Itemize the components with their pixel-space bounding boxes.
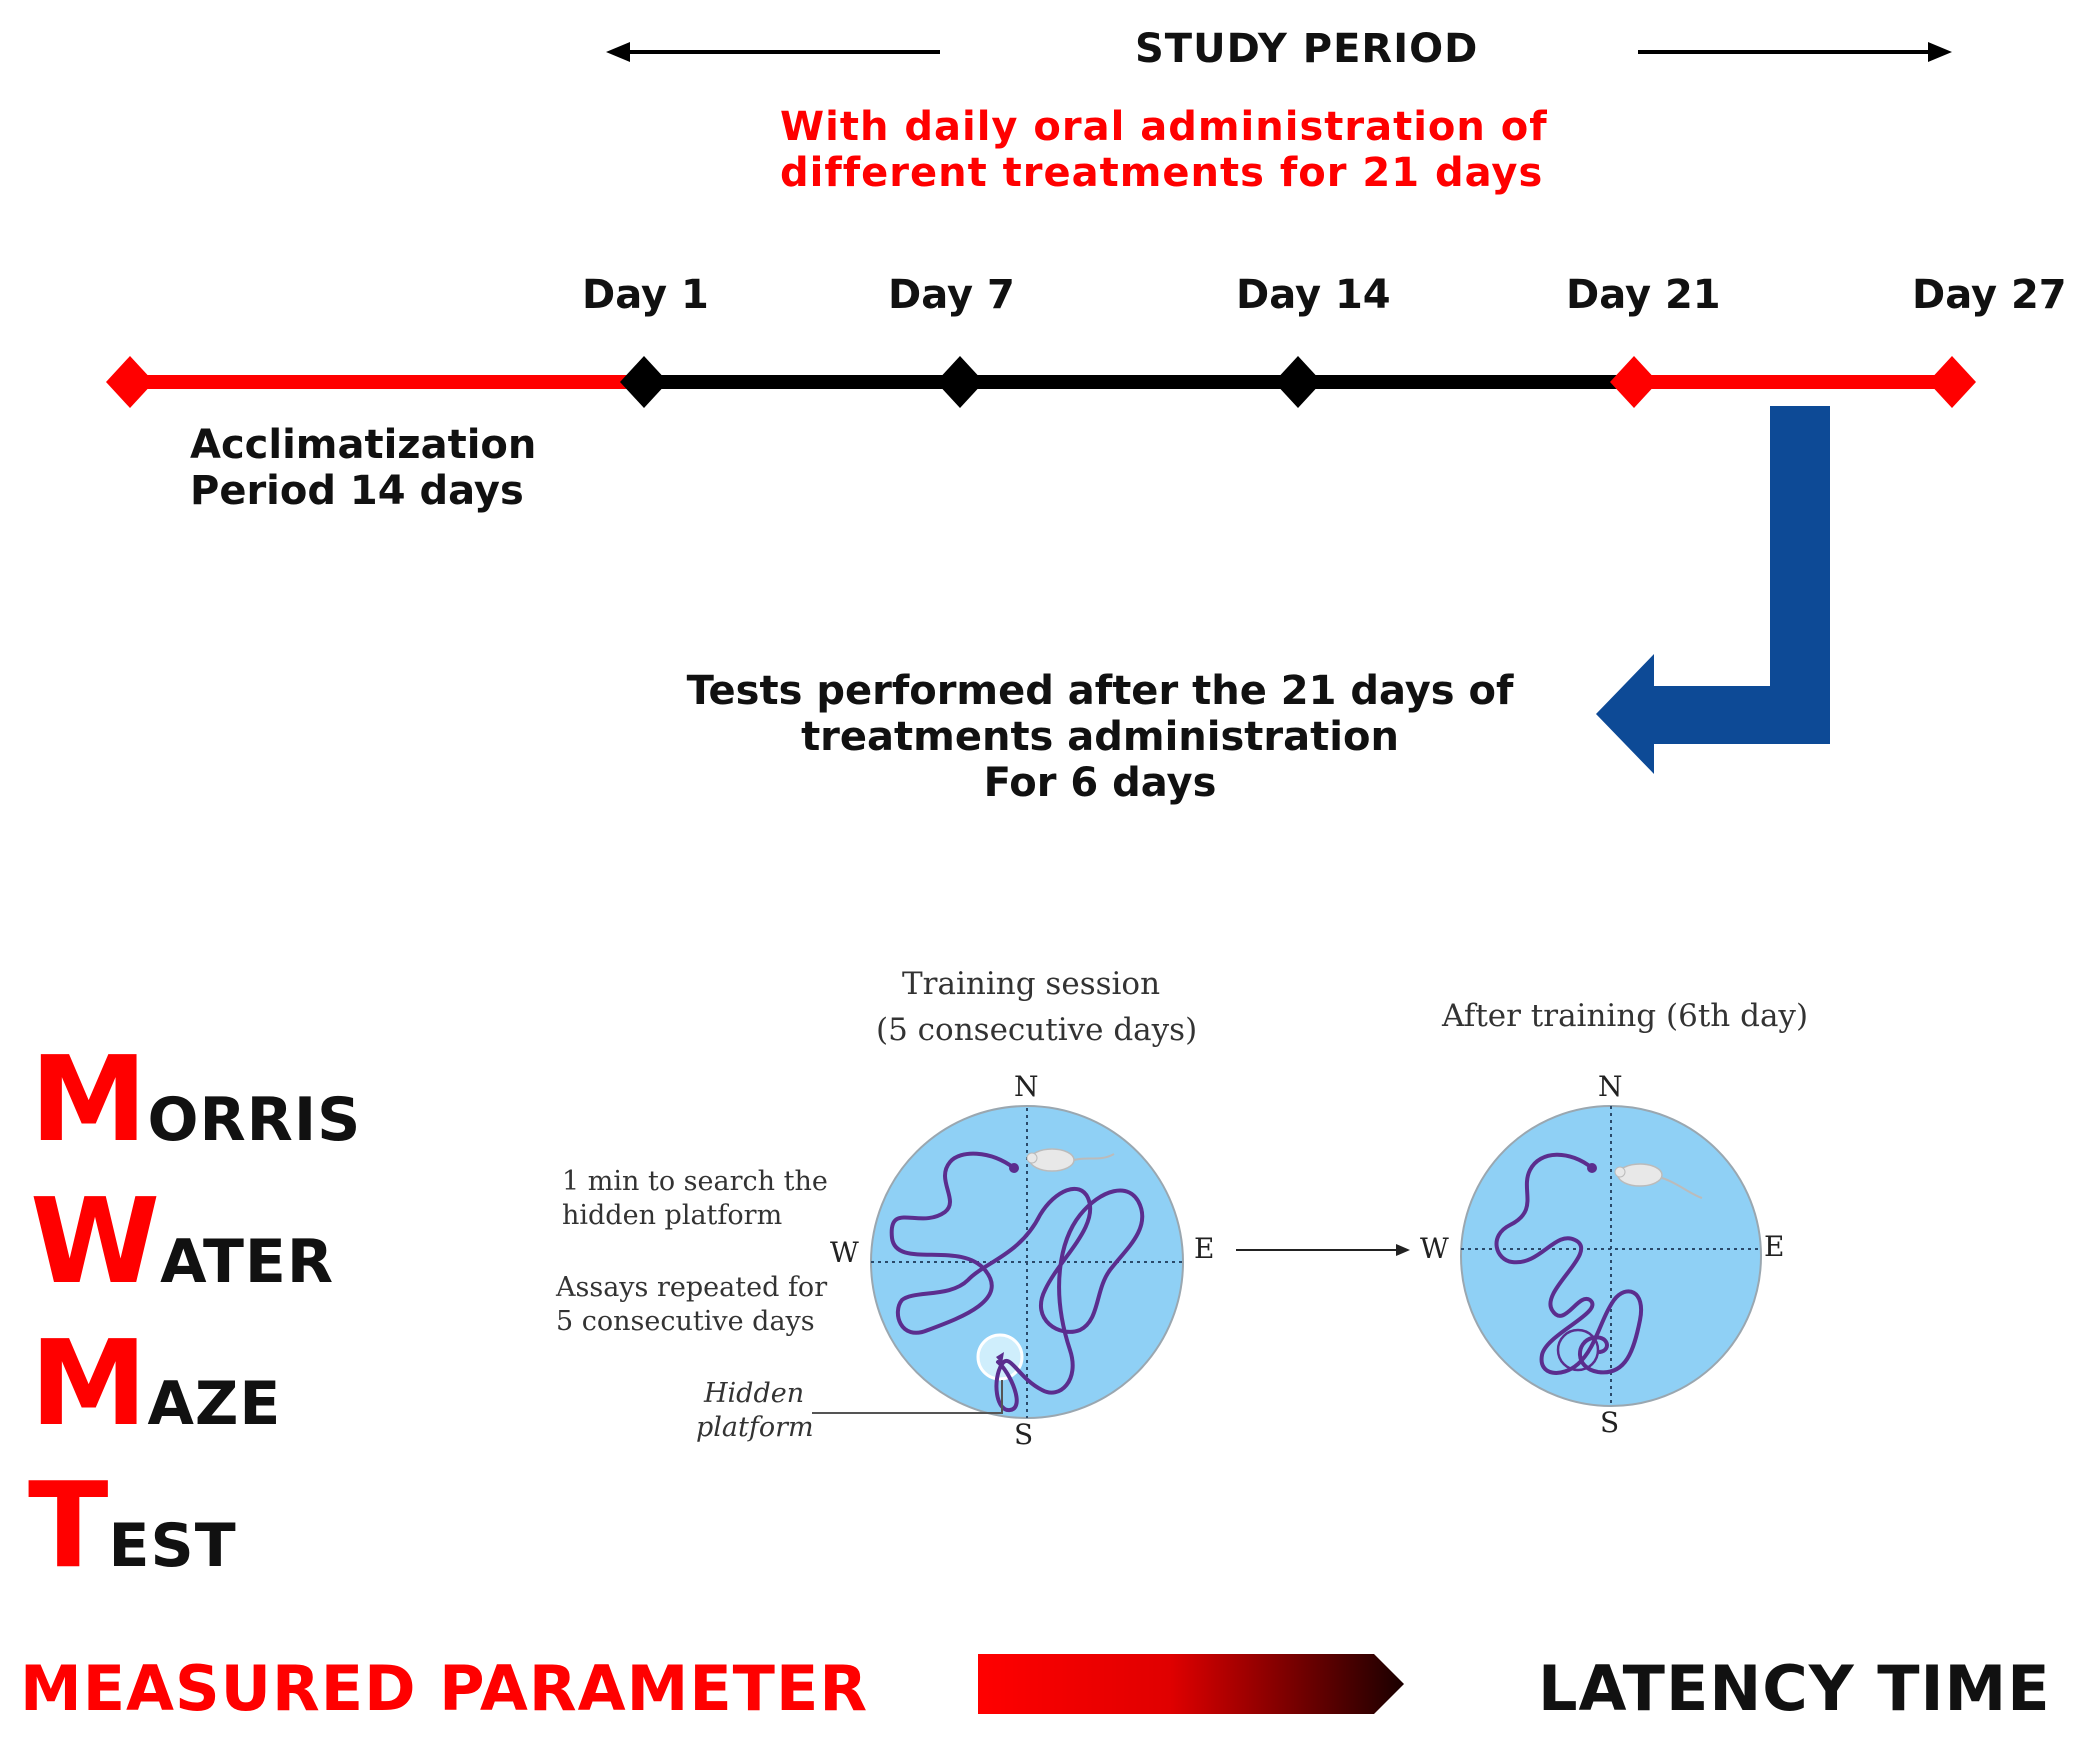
tests-bent-arrow [1596,406,1830,774]
training-pool [870,1105,1184,1419]
note-search-line1: 1 min to search the [562,1166,828,1197]
training-caption-line1: Training session [902,966,1161,1002]
probe-compass-s: S [1600,1406,1620,1439]
tests-text-line2: treatments administration [801,714,1399,760]
tests-text-line3: For 6 days [983,760,1217,806]
administration-text-line1: With daily oral administration of [780,104,1548,150]
note-hidden-platform-line1: Hidden [704,1378,805,1409]
note-hidden-platform-line2: platform [696,1412,814,1443]
day-label-21: Day 21 [1566,272,1721,318]
note-repeat-line2: 5 consecutive days [556,1306,815,1337]
acronym-rest-aze: AZE [147,1369,282,1439]
administration-text-line2: different treatments for 21 days [780,150,1544,196]
hidden-platform-leader [812,1380,1003,1414]
acclimatization-label-line1: Acclimatization [190,422,537,468]
study-period-right-arrow [1638,42,1952,62]
note-repeat-line1: Assays repeated for [556,1272,828,1303]
acronym-initial-m: M [30,1030,148,1168]
day-label-27: Day 27 [1912,272,2067,318]
acronym-test: TEST [28,1466,237,1584]
day21-marker [1610,356,1658,408]
latency-time-label: LATENCY TIME [1538,1652,2051,1725]
acronym-initial-m2: M [30,1314,148,1452]
timeline-start-marker [106,356,154,408]
acronym-water: WATER [30,1182,334,1300]
training-compass-e: E [1194,1232,1215,1265]
after-training-caption: After training (6th day) [1442,998,1809,1034]
study-period-left-arrow [606,42,940,62]
day14-marker [1274,356,1322,408]
training-compass-n: N [1014,1070,1039,1103]
probe-compass-n: N [1598,1070,1623,1103]
study-period-title: STUDY PERIOD [1135,26,1479,72]
day-label-1: Day 1 [582,272,709,318]
probe-compass-e: E [1764,1230,1785,1263]
day1-marker [620,356,668,408]
measured-parameter-label: MEASURED PARAMETER [20,1652,869,1725]
tests-text-line1: Tests performed after the 21 days of [686,668,1514,714]
acronym-rest-ater: ATER [160,1227,335,1297]
mouse-figure-training [1026,1148,1115,1172]
training-compass-s: S [1014,1418,1034,1451]
acronym-initial-t: T [28,1456,109,1594]
note-search-line2: hidden platform [562,1200,783,1231]
probe-pool [1460,1105,1762,1407]
training-swim-path [889,1151,1145,1412]
acclimatization-label-line2: Period 14 days [190,468,524,514]
day-label-7: Day 7 [888,272,1015,318]
day7-marker [936,356,984,408]
acronym-initial-w: W [30,1172,161,1310]
training-compass-w: W [830,1236,859,1269]
acronym-rest-est: EST [108,1511,237,1581]
acronym-maze: MAZE [30,1324,281,1442]
probe-swim-path [1494,1152,1644,1375]
mouse-figure-probe [1614,1163,1703,1199]
training-caption-line2: (5 consecutive days) [876,1012,1198,1048]
measured-gradient-arrow [978,1654,1404,1714]
acronym-morris: MORRIS [30,1040,361,1158]
training-to-probe-arrow [1236,1244,1410,1256]
probe-compass-w: W [1420,1232,1449,1265]
acronym-rest-orris: ORRIS [147,1085,362,1155]
day-label-14: Day 14 [1236,272,1391,318]
day27-marker [1928,356,1976,408]
